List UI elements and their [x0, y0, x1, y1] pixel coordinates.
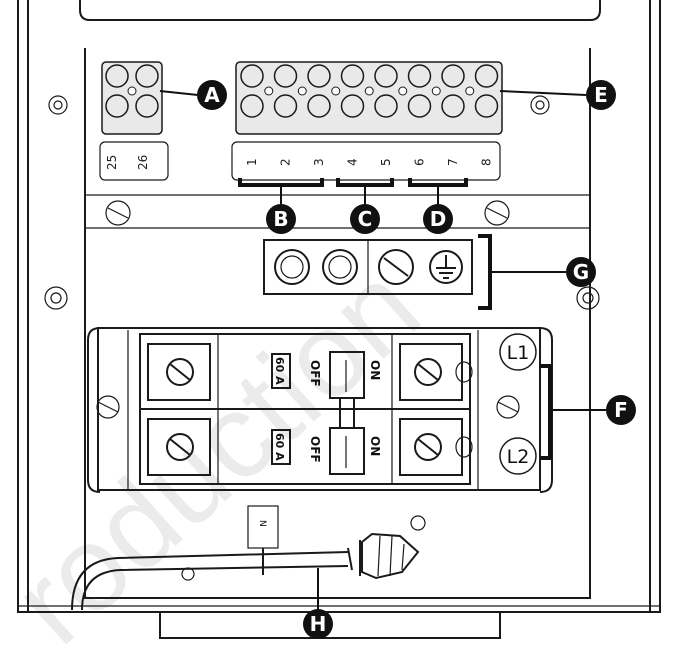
terminal-separator	[398, 86, 408, 96]
terminal-number-4: 4	[346, 158, 360, 166]
callout-g: G	[566, 257, 596, 287]
callout-c: C	[350, 204, 380, 234]
terminal-screw	[240, 94, 264, 118]
bracket-f	[540, 364, 552, 460]
breaker-on-label-top: ON	[368, 360, 382, 380]
terminal-separator	[331, 86, 341, 96]
svg-text:F: F	[614, 398, 628, 422]
mounting-screws	[44, 95, 600, 310]
callout-f: F	[606, 395, 636, 425]
terminal-screw	[407, 64, 432, 88]
svg-text:E: E	[594, 83, 608, 107]
terminal-separator	[465, 86, 475, 96]
svg-text:C: C	[358, 207, 373, 231]
svg-text:G: G	[573, 260, 589, 284]
terminal-number-6: 6	[413, 158, 427, 166]
aux-terminal-block: 25 26	[99, 61, 169, 181]
terminal-screw	[374, 94, 398, 118]
terminal-separator	[364, 86, 374, 96]
neutral-tag: N	[257, 520, 267, 527]
ground-lug-block	[263, 239, 473, 295]
terminal-screw	[340, 64, 365, 88]
breaker-on-label-bottom: ON	[368, 436, 382, 456]
terminal-screw	[273, 64, 298, 88]
terminal-number-1: 1	[245, 158, 259, 166]
line-label-l1: L1	[507, 342, 530, 364]
terminal-screw	[474, 94, 499, 118]
ground-symbol-icon	[429, 250, 463, 284]
terminal-screw	[340, 94, 365, 118]
svg-text:D: D	[430, 207, 447, 231]
terminal-number-25: 25	[105, 155, 119, 170]
breaker-off-label-bottom: OFF	[308, 436, 322, 463]
terminal-number-2: 2	[279, 158, 293, 166]
bracket-g	[478, 234, 492, 310]
terminal-number-26: 26	[136, 155, 150, 170]
terminal-screw	[240, 64, 264, 88]
terminal-screw	[307, 94, 331, 118]
terminal-screw	[307, 64, 331, 88]
terminal-number-3: 3	[312, 158, 326, 166]
terminal-screw	[407, 94, 432, 118]
callout-d: D	[423, 204, 453, 234]
line-label-l2: L2	[507, 446, 530, 468]
terminal-screw	[441, 64, 465, 88]
terminal-numbers: 1 2 3 4 5 6 7 8	[245, 158, 494, 166]
terminal-separator	[297, 86, 307, 96]
terminal-screw	[374, 64, 398, 88]
terminal-number-7: 7	[446, 158, 460, 166]
terminal-number-8: 8	[480, 158, 494, 166]
svg-text:A: A	[204, 83, 220, 107]
enclosure	[17, 0, 661, 639]
svg-text:H: H	[310, 612, 327, 636]
terminal-number-5: 5	[379, 158, 393, 166]
line-labels	[499, 333, 537, 475]
terminal-screw	[474, 64, 499, 88]
terminal-separator	[431, 86, 441, 96]
callout-b: B	[266, 204, 296, 234]
callout-a: A	[197, 80, 227, 110]
neutral-wire-assembly	[71, 505, 426, 611]
terminal-number-strip	[231, 141, 501, 181]
terminal-screw	[441, 94, 465, 118]
terminal-separator	[264, 86, 274, 96]
terminal-group-brackets	[238, 178, 468, 205]
main-terminal-block	[235, 61, 503, 135]
double-pole-breaker	[139, 333, 473, 485]
terminal-screw	[273, 94, 298, 118]
svg-text:B: B	[273, 207, 288, 231]
breaker-plate	[87, 327, 553, 493]
callout-h: H	[303, 609, 333, 639]
breaker-rating-bottom: 60 A	[273, 433, 286, 461]
callout-e: E	[586, 80, 616, 110]
breaker-rating-top: 60 A	[273, 357, 286, 385]
callout-leaders	[159, 90, 587, 96]
breaker-off-label-top: OFF	[308, 360, 322, 387]
